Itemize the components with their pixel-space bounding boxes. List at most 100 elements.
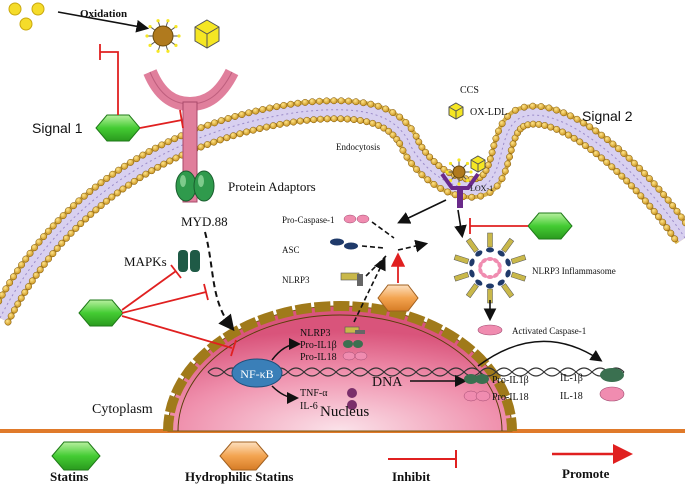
- membrane-bead: [537, 103, 545, 110]
- membrane-bead: [276, 120, 284, 128]
- membrane-bead: [252, 107, 260, 115]
- membrane-bead: [139, 151, 147, 159]
- membrane-bead: [646, 202, 654, 210]
- tnfa-label: TNF-α: [300, 388, 328, 399]
- il1b-icon: [600, 368, 624, 382]
- nucleus-pro-il1b-label: Pro-IL1β: [300, 340, 337, 351]
- nucleus-label: Nucleus: [320, 404, 369, 420]
- membrane-bead: [413, 165, 420, 173]
- membrane-bead: [35, 238, 43, 246]
- membrane-bead: [573, 115, 581, 123]
- inflammasome-nlrp3-unit: [465, 283, 479, 299]
- membrane-bead: [160, 160, 168, 168]
- membrane-bead: [25, 283, 32, 291]
- nucleus-to-assembly-arrow: [353, 257, 386, 323]
- membrane-bead: [303, 116, 311, 124]
- inflammasome-asc-unit: [469, 258, 475, 267]
- membrane-bead: [369, 119, 377, 127]
- membrane-bead: [498, 175, 506, 183]
- membrane-bead: [70, 202, 77, 210]
- pro-caspase1-icon: [343, 214, 357, 224]
- membrane-bead: [133, 155, 141, 163]
- membrane-bead: [424, 176, 432, 184]
- membrane-bead: [412, 132, 420, 140]
- pro-il1b-label: Pro-IL1β: [492, 375, 529, 386]
- membrane-bead: [59, 212, 67, 220]
- membrane-bead: [356, 117, 364, 124]
- membrane-bead: [21, 288, 29, 296]
- membrane-bead: [273, 103, 281, 111]
- membrane-bead: [650, 208, 658, 215]
- membrane-bead: [2, 285, 10, 293]
- membrane-bead: [40, 260, 48, 268]
- membrane-bead: [259, 106, 267, 113]
- membrane-bead: [136, 174, 144, 182]
- inflammasome-asc-unit: [475, 279, 483, 286]
- membrane-bead: [62, 234, 70, 242]
- membrane-bead: [592, 150, 600, 158]
- oxidation-arrow: [57, 11, 150, 33]
- inflammasome-nlrp3-unit: [510, 271, 527, 282]
- membrane-bead: [330, 97, 338, 105]
- inflammasome-nlrp3-unit: [501, 283, 515, 299]
- cytoplasm-label: Cytoplasm: [92, 402, 153, 417]
- membrane-bead: [197, 143, 205, 151]
- membrane-bead: [430, 158, 438, 165]
- particle-spike-tip: [469, 170, 473, 174]
- membrane-bead: [148, 167, 156, 175]
- membrane-bead: [330, 115, 338, 123]
- pro-il1b-icon-2: [475, 374, 489, 384]
- particle-spike-tip: [156, 49, 160, 53]
- inflammasome-asc-unit: [475, 250, 483, 257]
- particle-spike: [450, 175, 456, 181]
- membrane-bead: [504, 112, 512, 120]
- particle-spike: [165, 21, 169, 27]
- endocytosis-arrow-down: [454, 209, 467, 239]
- particle-spike-tip: [148, 24, 152, 29]
- inflammasome-caspase-unit: [478, 261, 483, 269]
- membrane-bead: [0, 291, 6, 299]
- membrane-bead: [620, 150, 628, 157]
- inflammasome-caspase-unit: [478, 267, 483, 275]
- nlrp3-inflammasome-ring: [453, 232, 527, 304]
- ldl-particles: [8, 2, 45, 31]
- membrane-bead: [345, 97, 352, 105]
- membrane-bead: [363, 118, 371, 126]
- membrane-bead: [67, 229, 75, 237]
- membrane-bead: [468, 193, 476, 201]
- membrane-bead: [663, 224, 671, 232]
- membrane-bead: [529, 102, 537, 110]
- membrane-bead: [4, 318, 12, 326]
- membrane-bead: [641, 169, 648, 177]
- inflammasome-caspase-unit: [486, 257, 494, 261]
- inflammasome-caspase-unit: [486, 275, 494, 279]
- membrane-bead: [609, 140, 617, 148]
- membrane-bead: [426, 153, 434, 161]
- membrane-bead: [382, 105, 390, 113]
- membrane-bead: [435, 162, 443, 170]
- membrane-bead: [245, 109, 253, 117]
- membrane-bead: [440, 165, 448, 173]
- membrane-bead: [6, 279, 14, 287]
- membrane-bead: [0, 298, 3, 305]
- membrane-bead: [103, 174, 111, 182]
- membrane-bead: [10, 306, 18, 314]
- membrane-bead: [130, 177, 138, 185]
- statin-mapk-hexagon: [78, 299, 124, 327]
- membrane-bead: [418, 171, 426, 179]
- legend-hydrophilic-hexagon: [219, 441, 269, 471]
- membrane-bead: [486, 188, 494, 196]
- inflammasome-asc-unit: [505, 258, 511, 267]
- membrane-bead: [402, 119, 410, 126]
- membrane-bead: [632, 187, 640, 195]
- membrane-bead: [581, 142, 589, 150]
- inflammasome-asc-unit: [505, 269, 511, 278]
- membrane-bead: [280, 101, 288, 109]
- endocytic-hexagon-icon: [470, 155, 486, 173]
- asc-label: ASC: [282, 245, 300, 255]
- mapks-icon: [178, 250, 200, 272]
- lox1-receptor: [440, 172, 480, 208]
- membrane-bead: [603, 158, 611, 166]
- membrane-bead: [231, 113, 239, 120]
- myd88-to-nfkb-arrow: [204, 231, 235, 332]
